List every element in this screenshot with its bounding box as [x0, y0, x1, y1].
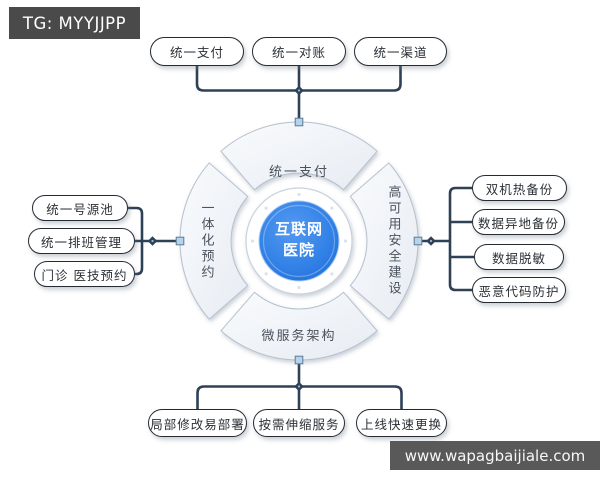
connector-right — [418, 186, 474, 292]
leaf-bottom-2: 按需伸缩服务 — [253, 409, 345, 437]
ring-label-right: 高可用安全建设 — [385, 185, 401, 297]
connection-node-bottom — [294, 355, 304, 365]
site-watermark-badge: www.wapagbaijiale.com — [390, 441, 600, 470]
hub-title: 互联网 医院 — [257, 219, 341, 263]
leaf-bottom-1: 局部修改易部署 — [148, 409, 247, 437]
hub — [245, 187, 353, 295]
hub-title-line1: 互联网 — [274, 220, 323, 238]
hub-inner-ring — [262, 204, 336, 278]
ring — [179, 121, 419, 361]
leaf-top-2: 统一对账 — [252, 37, 346, 66]
connection-node-right — [413, 236, 423, 246]
leaf-right-4: 恶意代码防护 — [472, 277, 566, 303]
leaf-right-2: 数据异地备份 — [472, 209, 565, 235]
ring-label-left: 一体化预约 — [198, 201, 214, 281]
hub-title-line2: 医院 — [282, 241, 315, 259]
connection-node-left — [175, 236, 185, 246]
leaf-bottom-3: 上线快速更换 — [356, 409, 447, 437]
connection-node-top — [294, 117, 304, 127]
leaf-right-1: 双机热备份 — [472, 175, 567, 201]
leaf-top-3: 统一渠道 — [354, 37, 447, 66]
ring-label-bottom: 微服务架构 — [261, 328, 337, 344]
tg-watermark-badge: TG: MYYJJPP — [9, 7, 140, 39]
leaf-left-3: 门诊 医技预约 — [34, 261, 135, 287]
leaf-right-3: 数据脱敏 — [474, 244, 564, 270]
leaf-left-1: 统一号源池 — [32, 195, 128, 221]
connection-nodes — [175, 117, 423, 365]
ring-segment-right — [349, 162, 419, 320]
hub-rim-dots — [250, 192, 348, 290]
ring-label-top: 统一支付 — [268, 164, 329, 180]
leaf-left-2: 统一排班管理 — [28, 228, 135, 254]
leaf-top-1: 统一支付 — [150, 37, 244, 66]
ring-segment-bottom — [220, 291, 378, 361]
connector-left — [128, 206, 180, 276]
hub-blue-circle — [258, 200, 340, 282]
ring-segment-left — [179, 162, 249, 320]
ring-segment-top — [220, 121, 378, 191]
